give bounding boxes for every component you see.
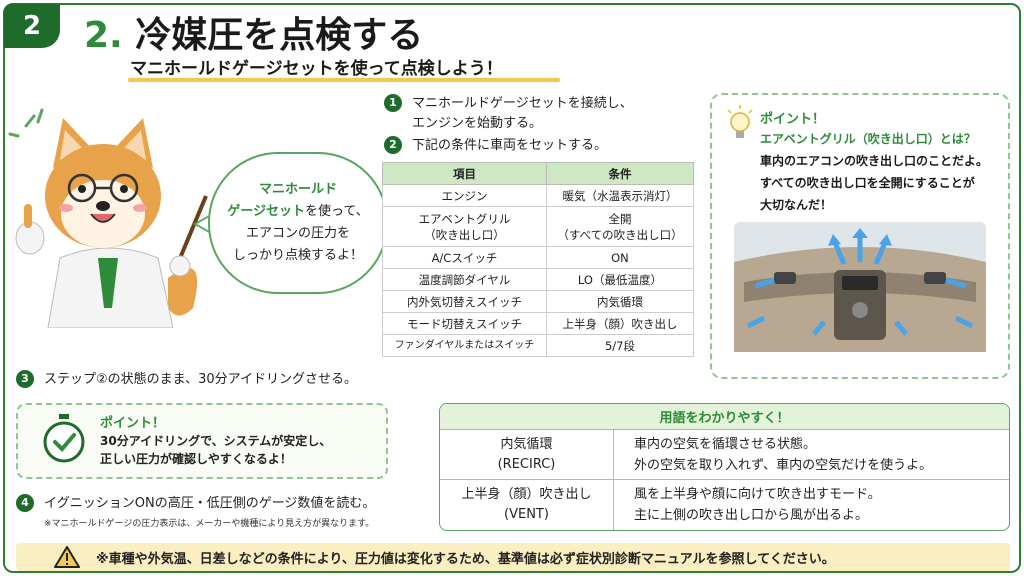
warning-icon [54, 546, 80, 568]
glossary-term: 上半身（顔）吹き出し (VENT) [440, 480, 614, 530]
bubble-line2-highlight: ゲージセット [227, 204, 306, 219]
table-cell-item: 温度調節ダイヤル [382, 268, 547, 291]
step-1: 1 マニホールドゲージセットを接続し、エンジンを始動する。 [384, 94, 633, 134]
table-row: A/Cスイッチ ON [382, 246, 695, 269]
table-cell-condition: 内気循環 [545, 290, 695, 313]
term-english: (VENT) [504, 507, 549, 522]
step-2: 2 下記の条件に車両をセットする。 [384, 136, 607, 156]
conditions-table: 項目 条件 エンジン 暖気（水温表示消灯） エアベントグリル（吹き出し口） 全開… [382, 162, 695, 357]
glossary-box: 用語をわかりやすく！ 内気循環 (RECIRC) 車内の空気を循環させる状態。外の… [439, 403, 1010, 531]
step-4: 4 イグニッションONの高圧・低圧側のゲージ数値を読む。 [16, 494, 375, 514]
cell-line: 全開 [608, 211, 632, 226]
step-1-number: 1 [384, 94, 402, 112]
table-cell-item: A/Cスイッチ [382, 246, 547, 269]
point-vent-line3: 大切なんだ！ [760, 198, 833, 212]
term-english: (RECIRC) [497, 456, 556, 472]
point-vent-line1: 車内のエアコンの吹き出し口のことだよ。 [760, 154, 989, 168]
term-desc-line2: 主に上側の吹き出し口から風が出るよ。 [634, 508, 869, 523]
table-cell-condition: 5/7段 [545, 334, 695, 357]
glossary-description: 車内の空気を循環させる状態。外の空気を取り入れず、車内の空気だけを使うよ。 [614, 430, 1009, 479]
point-vent-line2: すべての吹き出し口を全開にすることが [760, 176, 975, 190]
table-row: エンジン 暖気（水温表示消灯） [382, 184, 695, 207]
step-1-line1: マニホールドゲージセットを接続し、 [412, 96, 633, 111]
table-cell-condition: ON [545, 246, 695, 269]
point-idle-line1: 30分アイドリングで、システムが安定し、 [100, 434, 332, 448]
step-2-text: 下記の条件に車両をセットする。 [412, 138, 608, 153]
shiba-mascot-illustration [8, 108, 208, 328]
table-cell-condition: 暖気（水温表示消灯） [545, 184, 695, 207]
point-vent-title: ポイント！ [760, 112, 826, 127]
bubble-line2: ゲージセットを使って、 [227, 201, 368, 223]
step-4-text: イグニッションONの高圧・低圧側のゲージ数値を読む。 [44, 496, 376, 511]
step-3: 3 ステップ②の状態のまま、30分アイドリングさせる。 [16, 370, 357, 390]
table-row: ファンダイヤルまたはスイッチ 5/7段 [382, 334, 695, 357]
point-idle-text: 30分アイドリングで、システムが安定し、 正しい圧力が確認しやすくなるよ！ [100, 432, 380, 468]
car-dashboard-illustration [734, 222, 986, 352]
table-cell-item: ファンダイヤルまたはスイッチ [382, 334, 547, 357]
glossary-description: 風を上半身や顔に向けて吹き出すモード。主に上側の吹き出し口から風が出るよ。 [614, 480, 1009, 530]
term-desc-line2: 外の空気を取り入れず、車内の空気だけを使うよ。 [634, 457, 933, 473]
cell-line: （吹き出し口） [424, 227, 505, 242]
title-number: 2. [84, 15, 123, 56]
title-text: 冷媒圧を点検する [135, 15, 424, 56]
point-vent-question: エアベントグリル（吹き出し口）とは？ [760, 132, 976, 146]
glossary-term: 内気循環 (RECIRC) [440, 430, 614, 479]
warning-text: ※車種や外気温、日差しなどの条件により、圧力値は変化するため、基準値は必ず症状別… [96, 551, 835, 567]
bubble-line2-rest: を使って、 [305, 204, 369, 219]
step-4-number: 4 [16, 494, 34, 512]
table-row: 温度調節ダイヤル LO（最低温度） [382, 268, 695, 291]
cell-line: エアベントグリル [418, 211, 511, 226]
step-1-line2: エンジンを始動する。 [412, 116, 543, 131]
table-header-condition: 条件 [545, 162, 695, 185]
glossary-header: 用語をわかりやすく！ [440, 404, 1009, 430]
page-frame [3, 3, 1021, 573]
cell-line: （すべての吹き出し口） [557, 227, 683, 242]
page-subtitle: マニホールドゲージセットを使って点検しよう！ [130, 59, 503, 79]
table-row: エアベントグリル（吹き出し口） 全開（すべての吹き出し口） [382, 206, 695, 247]
bubble-line3: エアコンの圧力を [245, 226, 350, 241]
step-badge: 2 [4, 4, 60, 48]
glossary-row: 内気循環 (RECIRC) 車内の空気を循環させる状態。外の空気を取り入れず、車内… [440, 430, 1009, 480]
table-cell-item: 内外気切替えスイッチ [382, 290, 547, 313]
step-1-text: マニホールドゲージセットを接続し、エンジンを始動する。 [412, 94, 633, 134]
lightbulb-icon [727, 105, 753, 138]
bubble-line1: マニホールド [258, 182, 337, 197]
table-cell-condition: 上半身（顔）吹き出し [545, 312, 695, 335]
step-3-number: 3 [16, 370, 34, 388]
term-name: 上半身（顔）吹き出し [461, 487, 592, 502]
subtitle-underline [128, 78, 560, 82]
page-title: 2. 冷媒圧を点検する [84, 6, 423, 58]
warning-banner: ※車種や外気温、日差しなどの条件により、圧力値は変化するため、基準値は必ず症状別… [16, 543, 1010, 571]
step-2-number: 2 [384, 136, 402, 154]
point-box-vent [710, 93, 1010, 379]
step-3-text: ステップ②の状態のまま、30分アイドリングさせる。 [44, 372, 358, 387]
table-cell-condition: 全開（すべての吹き出し口） [545, 206, 695, 247]
table-cell-condition: LO（最低温度） [545, 268, 695, 291]
term-desc-line1: 風を上半身や顔に向けて吹き出すモード。 [634, 487, 881, 502]
point-vent-text: 車内のエアコンの吹き出し口のことだよ。 すべての吹き出し口を全開にすることが 大… [760, 150, 1006, 216]
bubble-tail-inner [197, 216, 211, 232]
table-header-item: 項目 [382, 162, 547, 185]
table-cell-item: モード切替えスイッチ [382, 312, 547, 335]
term-desc-line1: 車内の空気を循環させる状態。 [634, 436, 817, 452]
table-row: モード切替えスイッチ 上半身（顔）吹き出し [382, 312, 695, 335]
table-row: 内外気切替えスイッチ 内気循環 [382, 290, 695, 313]
stopwatch-check-icon [43, 414, 85, 463]
point-idle-title: ポイント！ [100, 416, 166, 431]
term-name: 内気循環 [500, 436, 553, 452]
table-cell-item: エアベントグリル（吹き出し口） [382, 206, 547, 247]
point-idle-line2: 正しい圧力が確認しやすくなるよ！ [100, 452, 292, 466]
bubble-line4: しっかり点検するよ！ [232, 248, 363, 263]
step-4-note: ※マニホールドゲージの圧力表示は、メーカーや機種により見え方が異なります。 [44, 519, 375, 529]
speech-bubble: マニホールド ゲージセットを使って、 エアコンの圧力を しっかり点検するよ！ [208, 152, 388, 294]
glossary-row: 上半身（顔）吹き出し (VENT) 風を上半身や顔に向けて吹き出すモード。主に上側… [440, 480, 1009, 530]
table-cell-item: エンジン [382, 184, 547, 207]
